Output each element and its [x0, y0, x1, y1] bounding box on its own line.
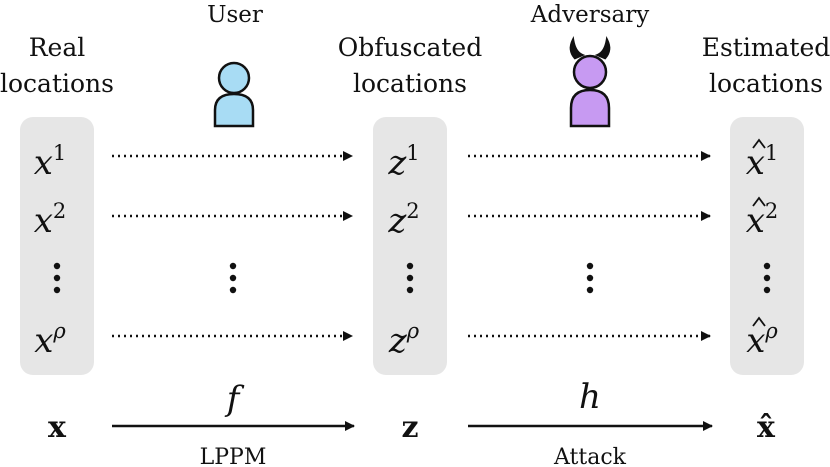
f-label: f	[224, 379, 245, 419]
bottom-x-vector: x	[48, 410, 67, 445]
obfuscated-z-rho: zρ	[388, 319, 420, 361]
estimated-xhat2: x2	[746, 199, 779, 241]
estimated-xhat1: x1	[746, 141, 779, 183]
estimated-header-line2: locations	[709, 69, 823, 98]
obfuscated-header-line2: locations	[353, 69, 467, 98]
estimated-vertical-ellipsis	[763, 262, 771, 294]
middle-left-vertical-ellipsis	[229, 262, 237, 294]
obfuscated-vertical-ellipsis	[406, 262, 414, 294]
lppm-label: LPPM	[200, 445, 267, 467]
estimated-hat-1	[752, 138, 766, 149]
real-x-rho: xρ	[34, 319, 66, 361]
estimated-locations-box	[730, 117, 804, 375]
obfuscated-z1: z1	[387, 141, 419, 183]
estimated-header-line1: Estimated	[702, 33, 830, 62]
real-vertical-ellipsis	[53, 262, 61, 294]
middle-right-vertical-ellipsis	[586, 262, 594, 294]
real-header-line2: locations	[0, 69, 114, 98]
estimated-hat-2	[752, 196, 766, 207]
bottom-z-vector: z	[401, 410, 418, 445]
obfuscated-z2: z2	[387, 199, 419, 241]
estimated-xhat-rho: xρ	[746, 319, 778, 361]
user-label: User	[207, 2, 263, 28]
real-locations-box	[20, 117, 94, 375]
adversary-icon	[569, 36, 611, 128]
adversary-label: Adversary	[530, 2, 649, 28]
user-icon	[213, 61, 255, 128]
real-x1: x1	[34, 141, 67, 183]
attack-label: Attack	[553, 445, 627, 467]
obfuscated-header-line1: Obfuscated	[338, 33, 482, 62]
real-header-line1: Real	[29, 33, 86, 62]
real-x2: x2	[34, 199, 67, 241]
h-label: h	[579, 377, 601, 417]
estimated-hat-rho	[752, 316, 766, 327]
bottom-xhat-vector: x̂	[757, 410, 776, 445]
obfuscated-locations-box	[373, 117, 447, 375]
